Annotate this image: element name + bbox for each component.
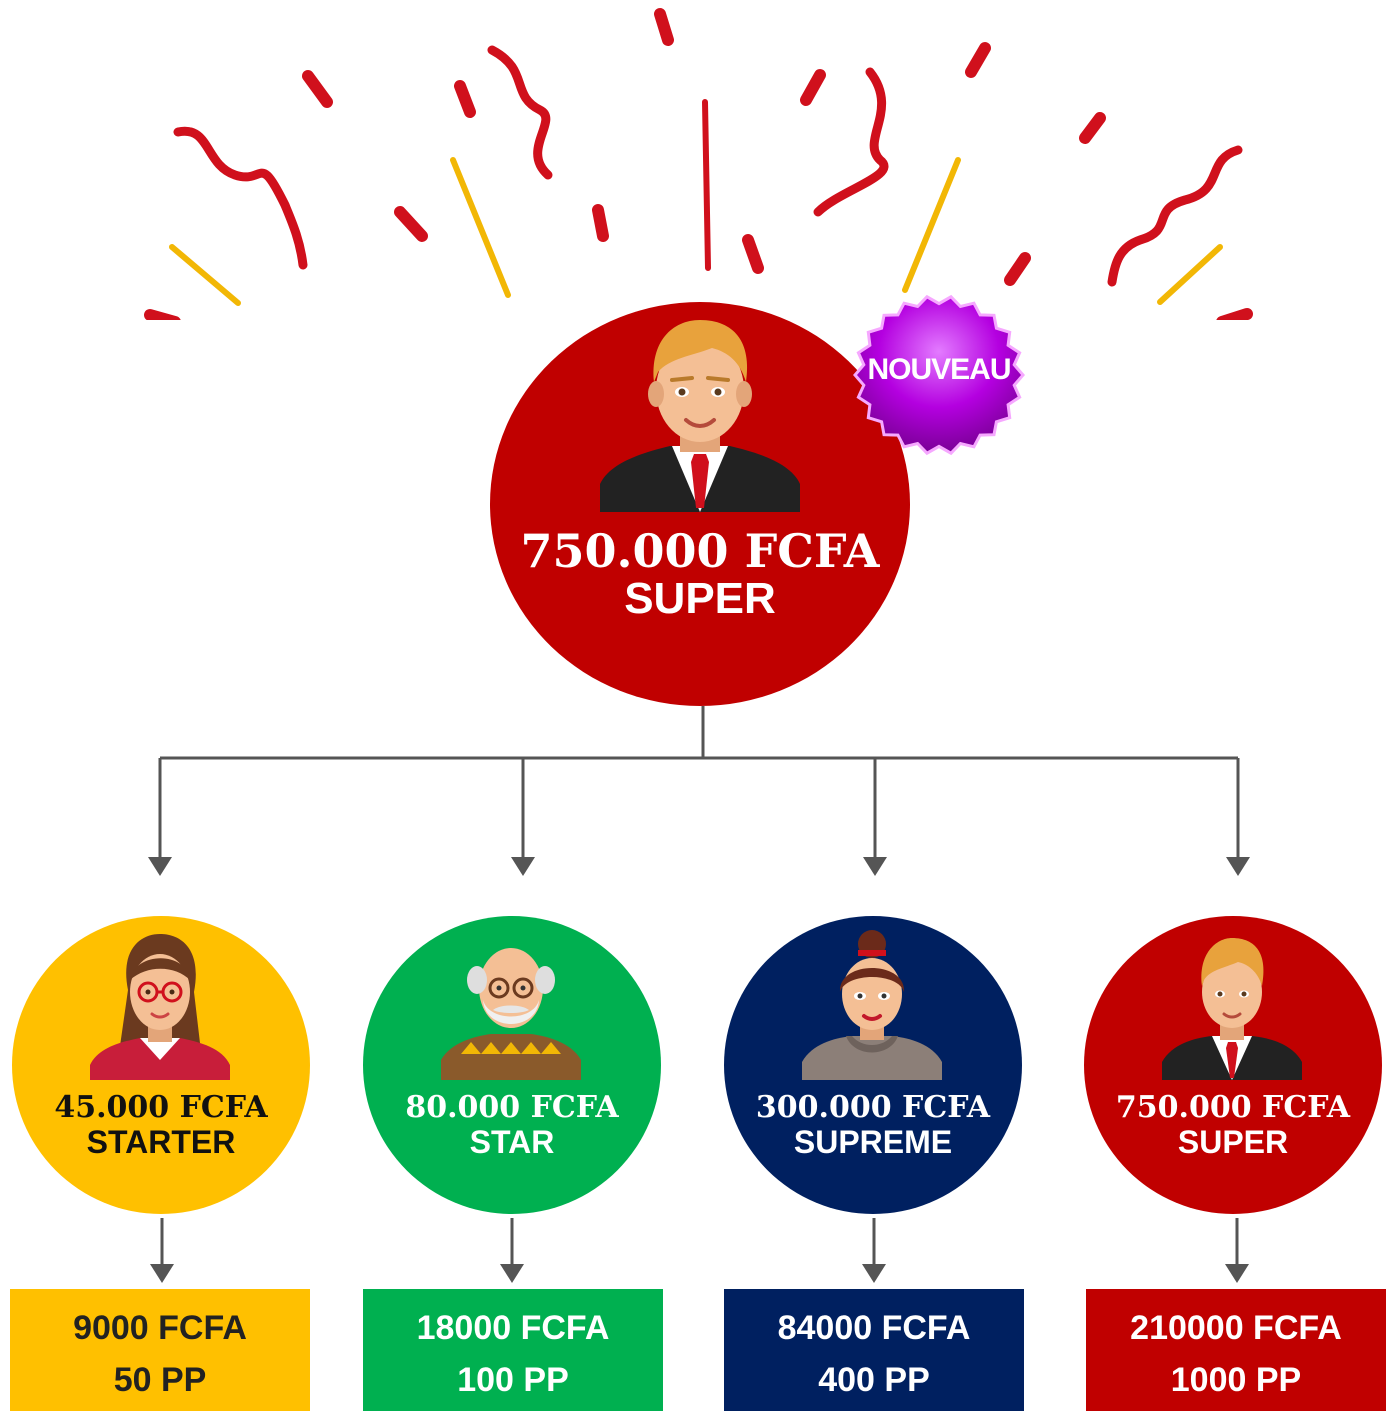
commission-points: 1000 PP [1170, 1361, 1302, 1399]
confetti-decoration [144, 8, 1253, 320]
woman-glasses-avatar-icon [90, 934, 230, 1080]
commission-amount: 9000 FCFA [73, 1309, 247, 1347]
tier-starter-circle: 45.000 FCFA STARTER [12, 916, 310, 1214]
tier-plan-name: STARTER [86, 1124, 236, 1160]
main-plan-circle: 750.000 FCFA SUPER [490, 302, 910, 706]
starburst-badge-icon [853, 294, 1025, 456]
commission-points: 50 PP [113, 1361, 207, 1399]
commission-box-starter: 9000 FCFA 50 PP [10, 1289, 310, 1411]
tier-price: 750.000 FCFA [1115, 1090, 1351, 1125]
tier-price: 300.000 FCFA [755, 1090, 991, 1125]
woman-bun-avatar-icon [802, 930, 942, 1080]
tier-super-circle: 750.000 FCFA SUPER [1084, 916, 1382, 1214]
main-plan-name: SUPER [624, 574, 776, 623]
old-man-avatar-icon [441, 948, 581, 1080]
tier-supreme-circle: 300.000 FCFA SUPREME [724, 916, 1022, 1214]
tier-plan-name: STAR [469, 1124, 555, 1160]
badge-label: NOUVEAU [867, 353, 1011, 386]
tier-plan-name: SUPREME [793, 1124, 953, 1160]
commission-amount: 210000 FCFA [1130, 1309, 1342, 1347]
businessman-avatar-icon [600, 320, 800, 512]
tier-plan-name: SUPER [1177, 1124, 1289, 1160]
commission-points: 400 PP [818, 1361, 930, 1399]
tier-star-circle: 80.000 FCFA STAR [363, 916, 661, 1214]
tier-price: 80.000 FCFA [405, 1090, 619, 1125]
main-plan-price: 750.000 FCFA [520, 524, 880, 578]
businessman-avatar-icon [1162, 938, 1302, 1080]
nouveau-badge: NOUVEAU [844, 288, 1034, 463]
commission-amount: 84000 FCFA [777, 1309, 971, 1347]
commission-box-super: 210000 FCFA 1000 PP [1086, 1289, 1386, 1411]
tier-price: 45.000 FCFA [54, 1090, 268, 1125]
commission-amount: 18000 FCFA [416, 1309, 610, 1347]
commission-points: 100 PP [457, 1361, 569, 1399]
commission-box-star: 18000 FCFA 100 PP [363, 1289, 663, 1411]
commission-box-supreme: 84000 FCFA 400 PP [724, 1289, 1024, 1411]
